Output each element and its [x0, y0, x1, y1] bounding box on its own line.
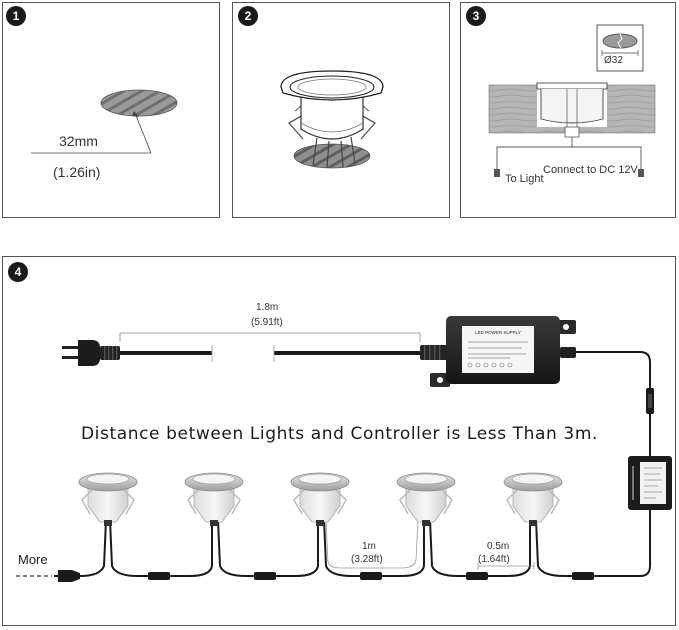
- installed-cross-section: [488, 24, 656, 177]
- led-light-icon: [290, 472, 350, 526]
- wire-to-light: [496, 137, 573, 171]
- light-body: [300, 94, 364, 140]
- gap1-m: 1m: [362, 541, 376, 552]
- step-2-panel: [232, 2, 450, 218]
- insert-light-diagram: [280, 70, 384, 169]
- wire-to-power: [572, 146, 642, 171]
- gap2-ft: (1.64ft): [478, 554, 510, 565]
- cable-to-connector: [576, 351, 651, 388]
- hole-diagram: [31, 89, 178, 154]
- step-badge-1: 1: [6, 6, 26, 26]
- led-light-icon: [503, 472, 563, 526]
- to-light-label: To Light: [505, 173, 544, 185]
- step-badge-4: 4: [8, 262, 28, 282]
- gap2-m: 0.5m: [487, 541, 510, 552]
- distance-heading: Distance between Lights and Controller i…: [80, 424, 599, 444]
- step-badge-2: 2: [238, 6, 258, 26]
- end-connector: [58, 570, 80, 582]
- hole-size-in: (1.26in): [53, 164, 101, 180]
- power-supply-icon: [420, 316, 576, 387]
- gap1-ft: (3.28ft): [351, 554, 383, 565]
- drill-hole: [101, 90, 177, 116]
- more-label: More: [18, 552, 48, 567]
- led-light-icon: [396, 472, 456, 526]
- led-light-icon: [184, 472, 244, 526]
- step-4-panel: [2, 256, 676, 626]
- plug-icon: [62, 340, 120, 366]
- diameter-label: Ø32: [604, 55, 623, 66]
- cable-from-controller: [600, 510, 651, 577]
- led-light-icon: [78, 472, 138, 526]
- step-3-panel: Ø32 To Light Connect to DC 12V: [460, 2, 676, 218]
- gap-dimension-0-5m: [477, 562, 535, 570]
- step-badge-3: 3: [466, 6, 486, 26]
- controller-icon: [628, 456, 672, 510]
- cable-length-ft: (5.91ft): [251, 317, 283, 328]
- installed-light: [540, 89, 604, 124]
- gap-dimension-1m: [325, 519, 419, 569]
- hole-size-mm: 32mm: [59, 133, 98, 149]
- inline-connectors: [148, 572, 594, 580]
- step-1-panel: 32mm (1.26in): [2, 2, 220, 218]
- cable-length-dimension: [119, 332, 421, 342]
- cable-length-m: 1.8m: [256, 302, 279, 313]
- power-supply-title: LED POWER SUPPLY: [475, 330, 521, 335]
- connector-icon: [646, 388, 654, 414]
- connect-power-label: Connect to DC 12V: [543, 164, 638, 176]
